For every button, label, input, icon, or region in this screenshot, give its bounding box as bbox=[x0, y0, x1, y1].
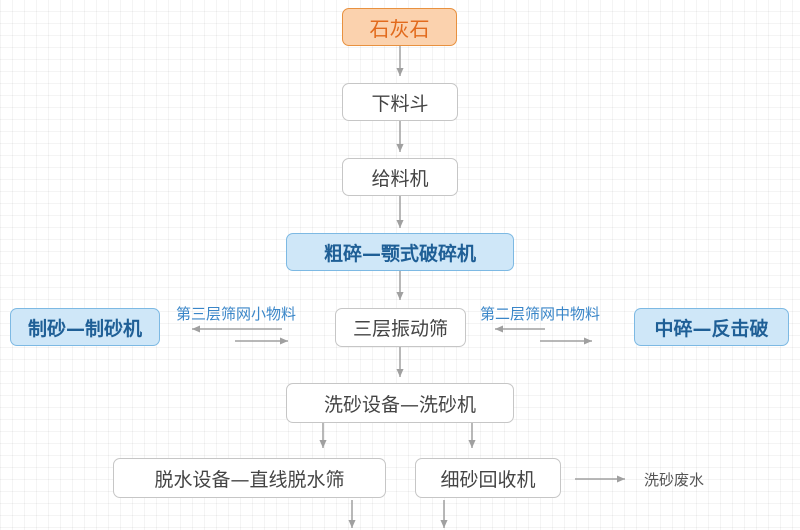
node-medium-crusher: 中碎—反击破 bbox=[634, 308, 789, 346]
node-fine-sand-recovery: 细砂回收机 bbox=[415, 458, 561, 498]
label-third-layer: 第三层筛网小物料 bbox=[176, 305, 297, 323]
node-coarse-crusher: 粗碎—颚式破碎机 bbox=[286, 233, 514, 271]
label-waste-water: 洗砂废水 bbox=[644, 471, 705, 489]
node-sand-maker: 制砂—制砂机 bbox=[10, 308, 160, 346]
node-dewatering-screen: 脱水设备—直线脱水筛 bbox=[113, 458, 386, 498]
node-feeder: 给料机 bbox=[342, 158, 458, 196]
label-second-layer: 第二层筛网中物料 bbox=[480, 305, 601, 323]
node-sand-washer: 洗砂设备—洗砂机 bbox=[286, 383, 514, 423]
node-hopper: 下料斗 bbox=[342, 83, 458, 121]
node-vibrating-screen: 三层振动筛 bbox=[335, 308, 466, 347]
node-limestone: 石灰石 bbox=[342, 8, 457, 46]
